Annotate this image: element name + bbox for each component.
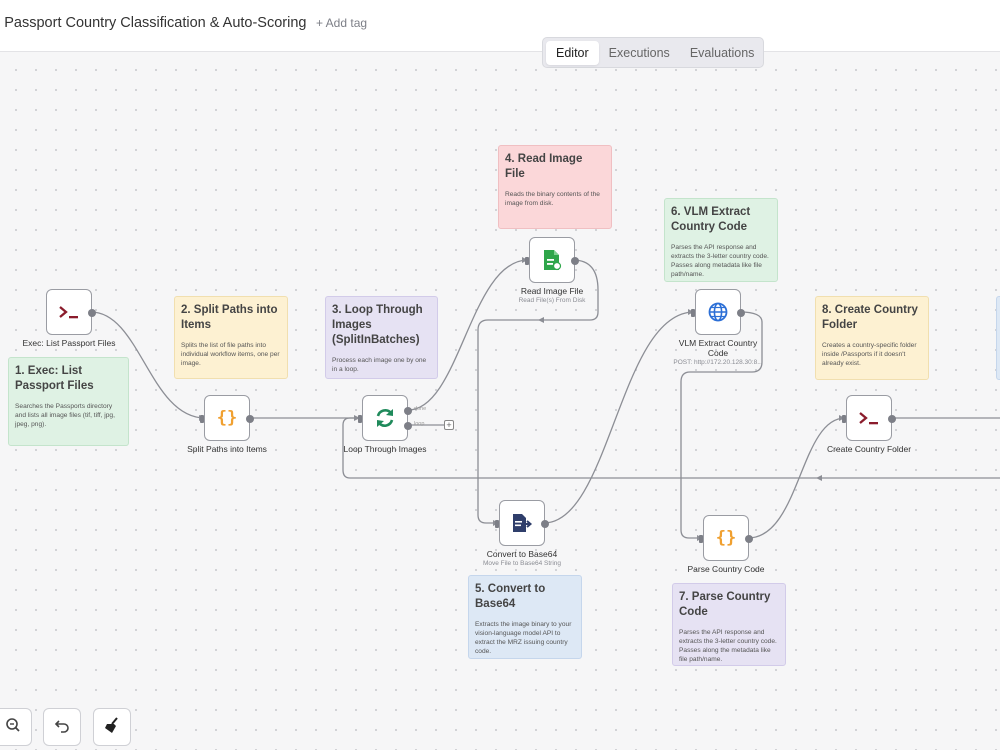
wire-arrow bbox=[816, 475, 822, 481]
input-port[interactable] bbox=[699, 535, 703, 543]
file-read-icon bbox=[542, 249, 562, 271]
terminal-icon bbox=[58, 304, 80, 320]
node-convert-base64[interactable] bbox=[495, 500, 549, 546]
note-body: Process each image one by one in a loop. bbox=[332, 357, 427, 373]
wire-arrow bbox=[354, 415, 360, 421]
note-title: 6. VLM Extract Country Code bbox=[671, 206, 751, 233]
node-label: Split Paths into Items bbox=[187, 444, 267, 454]
input-port[interactable] bbox=[358, 415, 362, 423]
note-body: Parses the API response and extracts the… bbox=[679, 629, 777, 663]
note-body: Searches the Passports directory and lis… bbox=[15, 403, 115, 428]
note-title: 2. Split Paths into Items bbox=[181, 304, 278, 331]
node-label: Exec: List Passport Files bbox=[22, 338, 116, 348]
output-port[interactable] bbox=[246, 415, 254, 423]
sticky-note-3[interactable]: 3. Loop Through Images (SplitInBatches) … bbox=[325, 296, 438, 379]
node-label: Loop Through Images bbox=[343, 444, 427, 454]
note-body: Reads the binary contents of the image f… bbox=[505, 191, 600, 207]
sticky-note-5[interactable]: 5. Convert to Base64 Extracts the image … bbox=[468, 575, 582, 659]
sticky-note-4[interactable]: 4. Read Image File Reads the binary cont… bbox=[498, 145, 612, 229]
node-loop-images[interactable] bbox=[358, 395, 412, 441]
add-node-button[interactable]: + bbox=[444, 420, 454, 430]
note-title: 4. Read Image File bbox=[505, 153, 583, 180]
sticky-note-9-partial[interactable] bbox=[996, 296, 1000, 380]
output-port[interactable] bbox=[888, 415, 896, 423]
node-read-image[interactable] bbox=[525, 237, 579, 283]
note-title: 3. Loop Through Images (SplitInBatches) bbox=[332, 304, 423, 346]
output-port-done[interactable] bbox=[404, 407, 412, 415]
node-label: Create Country Folder bbox=[826, 444, 912, 454]
tidy-up-button[interactable] bbox=[93, 708, 131, 746]
port-label-loop: loop bbox=[414, 421, 425, 427]
globe-icon bbox=[708, 302, 728, 322]
broom-icon bbox=[103, 716, 121, 739]
code-braces-icon: {} bbox=[216, 408, 238, 428]
node-subtitle: POST: http://172.20.128.30:8... bbox=[673, 359, 763, 366]
output-port[interactable] bbox=[88, 309, 96, 317]
tab-evaluations[interactable]: Evaluations bbox=[689, 45, 755, 60]
port-label-done: done bbox=[414, 406, 427, 412]
node-label: Convert to Base64 bbox=[486, 549, 558, 559]
output-port[interactable] bbox=[737, 309, 745, 317]
input-port[interactable] bbox=[691, 309, 695, 317]
undo-icon bbox=[54, 717, 70, 738]
node-label: VLM Extract Country Code bbox=[678, 338, 758, 358]
output-port-loop[interactable] bbox=[404, 422, 412, 430]
note-title: 1. Exec: List Passport Files bbox=[15, 365, 94, 392]
sticky-note-8[interactable]: 8. Create Country Folder Creates a count… bbox=[815, 296, 929, 380]
input-port[interactable] bbox=[525, 257, 529, 265]
output-port[interactable] bbox=[541, 520, 549, 528]
zoom-button[interactable] bbox=[0, 708, 32, 746]
note-body: Creates a country-specific folder inside… bbox=[822, 342, 917, 367]
add-tag-link[interactable]: + Add tag bbox=[316, 16, 368, 30]
wire-read-to-convert bbox=[477, 259, 599, 524]
node-vlm-extract[interactable] bbox=[691, 289, 745, 335]
node-parse-country[interactable]: {} bbox=[699, 515, 753, 561]
loop-arrows-icon bbox=[374, 407, 396, 429]
sticky-note-6[interactable]: 6. VLM Extract Country Code Parses the A… bbox=[664, 198, 778, 282]
note-body: Splits the list of file paths into indiv… bbox=[181, 342, 280, 367]
sticky-note-1[interactable]: 1. Exec: List Passport Files Searches th… bbox=[8, 357, 129, 446]
node-split-paths[interactable]: {} bbox=[200, 395, 254, 441]
tab-editor[interactable]: Editor bbox=[546, 40, 599, 65]
node-label: Parse Country Code bbox=[687, 564, 765, 574]
wire-exec-to-split bbox=[90, 311, 206, 419]
code-braces-icon: {} bbox=[715, 528, 737, 548]
input-port[interactable] bbox=[495, 520, 499, 528]
node-create-folder[interactable] bbox=[842, 395, 896, 441]
workflow-title[interactable]: l Passport Country Classification & Auto… bbox=[0, 15, 307, 31]
output-port[interactable] bbox=[745, 535, 753, 543]
terminal-icon bbox=[858, 410, 880, 426]
node-label: Read Image File bbox=[520, 286, 584, 296]
wire-vlm-to-parse bbox=[680, 311, 763, 539]
file-convert-icon bbox=[511, 513, 533, 533]
note-body: Parses the API response and extracts the… bbox=[671, 244, 769, 278]
note-title: 7. Parse Country Code bbox=[679, 591, 771, 618]
node-subtitle: Move File to Base64 String bbox=[482, 560, 562, 567]
sticky-note-2[interactable]: 2. Split Paths into Items Splits the lis… bbox=[174, 296, 288, 379]
note-body: Extracts the image binary to your vision… bbox=[475, 621, 572, 655]
sticky-note-7[interactable]: 7. Parse Country Code Parses the API res… bbox=[672, 583, 786, 666]
wire-arrow bbox=[538, 317, 544, 323]
wire-loop-back bbox=[342, 417, 1000, 479]
wire-loop-to-read bbox=[407, 259, 529, 411]
note-title: 5. Convert to Base64 bbox=[475, 583, 546, 610]
zoom-icon bbox=[5, 717, 21, 738]
note-title: 8. Create Country Folder bbox=[822, 304, 918, 331]
tab-executions[interactable]: Executions bbox=[608, 45, 670, 60]
wire-convert-to-vlm bbox=[543, 311, 695, 524]
top-bar: l Passport Country Classification & Auto… bbox=[0, 0, 1000, 52]
input-port[interactable] bbox=[842, 415, 846, 423]
output-port[interactable] bbox=[571, 257, 579, 265]
node-subtitle: Read File(s) From Disk bbox=[518, 297, 586, 304]
view-tabs: Editor Executions Evaluations bbox=[542, 37, 764, 68]
node-exec-list-files[interactable] bbox=[46, 289, 96, 335]
undo-button[interactable] bbox=[43, 708, 81, 746]
input-port[interactable] bbox=[200, 415, 204, 423]
